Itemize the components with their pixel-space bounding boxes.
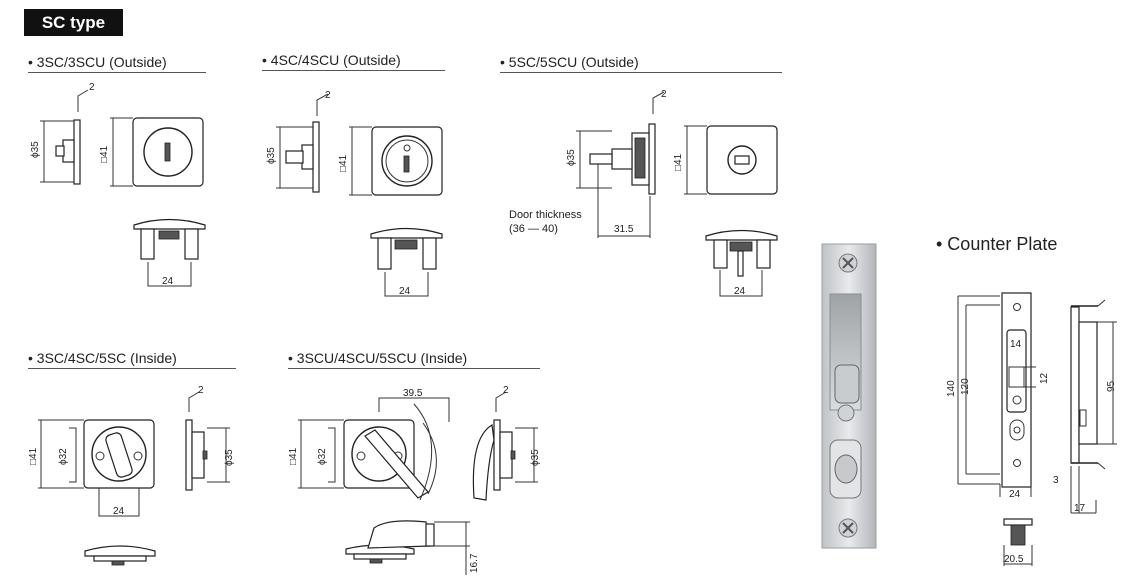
drawing-sc-inside: □41 ϕ32 24 2 ϕ35 <box>28 385 235 566</box>
dim-16-7: 16.7 <box>469 553 480 573</box>
section-title-5sc-outside: • 5SC/5SCU (Outside) <box>500 54 782 73</box>
dim-square41: □41 <box>288 447 299 465</box>
section-title-scu-inside: • 3SCU/4SCU/5SCU (Inside) <box>288 350 540 369</box>
dim-2: 2 <box>89 82 95 93</box>
dim-24: 24 <box>399 286 411 297</box>
dim-2: 2 <box>325 90 331 101</box>
dim-17: 17 <box>1074 503 1086 514</box>
dim-24: 24 <box>162 276 174 287</box>
drawing-scu-inside: 39.5 □41 ϕ32 2 ϕ35 16.7 <box>288 385 541 575</box>
drawing-counter-plate: 140 120 14 12 24 95 3 17 20.5 <box>946 292 1117 566</box>
dim-95: 95 <box>1106 380 1117 392</box>
dim-3: 3 <box>1053 475 1059 486</box>
door-thickness-label: Door thickness <box>509 209 582 221</box>
dim-2: 2 <box>198 385 204 396</box>
dim-square41: □41 <box>338 154 349 172</box>
drawing-4sc-outside: 2 ϕ35 □41 24 <box>266 90 443 297</box>
dim-12: 12 <box>1039 372 1050 384</box>
dim-square41: □41 <box>673 153 684 171</box>
dim-2: 2 <box>661 89 667 100</box>
door-thickness-range: (36 — 40) <box>509 223 558 235</box>
section-title-4sc-outside: • 4SC/4SCU (Outside) <box>262 52 445 71</box>
sc-type-badge: SC type <box>24 9 123 36</box>
latch-photo <box>821 243 877 549</box>
dim-140: 140 <box>946 380 957 397</box>
drawing-3sc-outside: 2 ϕ35 □41 24 <box>30 82 206 287</box>
dim-phi35: ϕ35 <box>266 147 277 164</box>
dim-24: 24 <box>113 506 125 517</box>
dim-31-5: 31.5 <box>614 224 634 235</box>
dim-39-5: 39.5 <box>403 388 423 399</box>
dim-cp-24: 24 <box>1009 489 1021 500</box>
dim-phi35: ϕ35 <box>566 149 577 166</box>
dim-phi35: ϕ35 <box>530 449 541 466</box>
section-title-counter-plate: • Counter Plate <box>936 234 1058 254</box>
dim-20-5: 20.5 <box>1004 554 1024 565</box>
dim-square41: □41 <box>28 447 39 465</box>
dim-2: 2 <box>503 385 509 396</box>
section-title-3sc-outside: • 3SC/3SCU (Outside) <box>28 54 206 73</box>
dim-phi35: ϕ35 <box>30 141 41 158</box>
dim-phi32: ϕ32 <box>58 448 69 465</box>
dim-phi32: ϕ32 <box>317 448 328 465</box>
dim-square41: □41 <box>99 145 110 163</box>
dim-phi35: ϕ35 <box>224 449 235 466</box>
dim-120: 120 <box>960 378 971 395</box>
section-title-sc-inside: • 3SC/4SC/5SC (Inside) <box>28 350 236 369</box>
dim-24: 24 <box>734 286 746 297</box>
drawing-5sc-outside: 2 ϕ35 Door thickness (36 — 40) 31.5 □41 … <box>509 89 778 297</box>
dim-14: 14 <box>1010 339 1022 350</box>
